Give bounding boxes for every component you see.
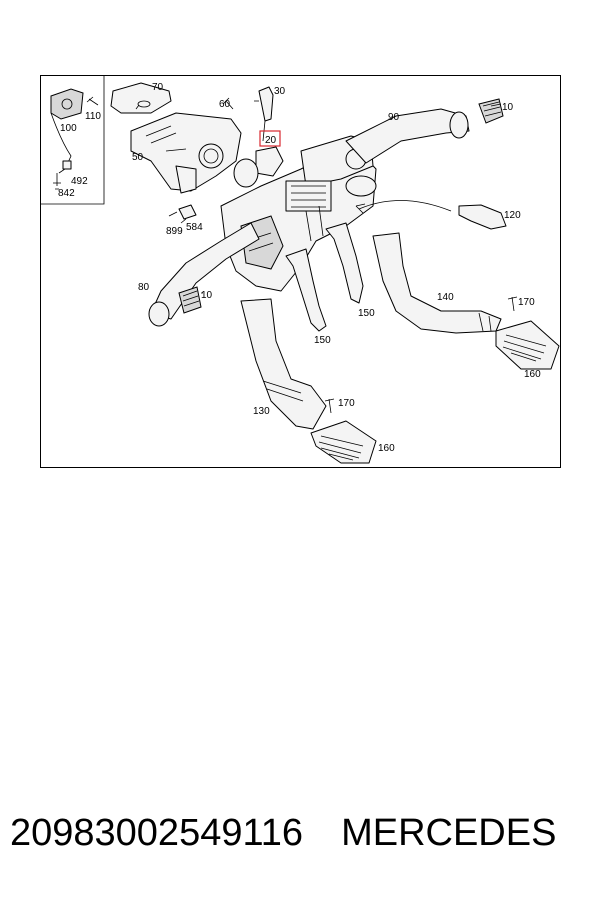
part-70-cover — [110, 82, 172, 114]
label-170-right: 170 — [518, 297, 535, 308]
label-150-right: 150 — [358, 308, 375, 319]
label-80: 80 — [138, 282, 150, 293]
label-120: 120 — [504, 210, 521, 221]
label-899: 899 — [166, 226, 183, 237]
part-90-duct — [345, 98, 504, 164]
part-584-clip — [178, 204, 197, 220]
label-140: 140 — [437, 292, 454, 303]
label-10-left: 10 — [201, 290, 213, 301]
label-90: 90 — [388, 112, 400, 123]
part-160-grille-bottom — [310, 420, 377, 464]
parts-diagram: 70 30 20 60 90 10 100 110 50 492 842 584… — [41, 76, 560, 464]
label-492: 492 — [71, 176, 88, 187]
part-140-duct — [372, 232, 502, 334]
caption: 20983002549116 MERCEDES — [0, 808, 600, 858]
label-584: 584 — [186, 222, 203, 233]
part-60-screw — [222, 97, 234, 110]
label-70: 70 — [152, 82, 164, 93]
label-30: 30 — [274, 86, 286, 97]
part-130-duct — [240, 298, 327, 430]
part-170-screw-right — [507, 296, 518, 312]
label-10-top: 10 — [502, 102, 514, 113]
label-130: 130 — [253, 406, 270, 417]
part-number: 20983002549116 — [10, 811, 304, 854]
label-20: 20 — [265, 135, 277, 146]
part-150-duct-right — [325, 222, 364, 304]
part-160-grille-right — [495, 320, 560, 370]
label-100: 100 — [60, 123, 77, 134]
part-20-actuator — [255, 146, 284, 177]
label-170-bottom: 170 — [338, 398, 355, 409]
label-50: 50 — [132, 152, 144, 163]
parts-diagram-frame: 70 30 20 60 90 10 100 110 50 492 842 584… — [40, 75, 561, 468]
label-150-left: 150 — [314, 335, 331, 346]
part-100-module — [50, 88, 84, 120]
part-492-cable — [50, 112, 72, 174]
part-150-duct-left — [285, 248, 327, 332]
inset-box — [41, 76, 105, 205]
part-120-duct-piece — [458, 204, 507, 230]
part-170-screw-bottom — [324, 398, 335, 414]
part-20-highlight-box — [259, 130, 281, 147]
label-110: 110 — [85, 111, 101, 122]
label-160-bottom: 160 — [378, 443, 395, 454]
brand-name: MERCEDES — [341, 811, 557, 854]
part-80-duct — [148, 222, 260, 327]
label-160-right: 160 — [524, 369, 541, 380]
label-842: 842 — [58, 188, 75, 199]
part-110-screw — [86, 96, 99, 106]
label-60: 60 — [219, 99, 231, 110]
part-50-housing — [130, 112, 242, 194]
part-30-knob — [258, 86, 274, 122]
